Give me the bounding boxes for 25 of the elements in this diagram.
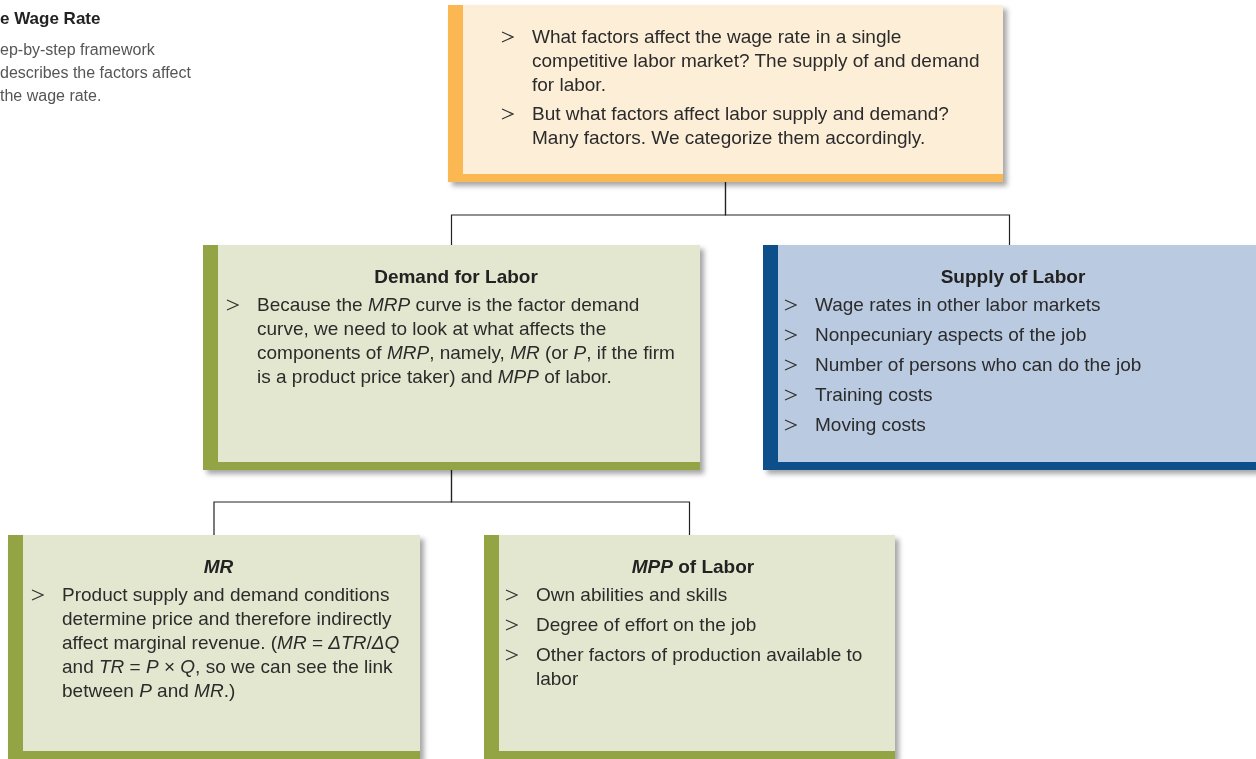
text-box — [448, 5, 1003, 182]
bullet-text: Because the MRP curve is the factor demand curve, we need to look at what affects the components of MRP, namely, MR (or P, if the firm is a product price taker) and MPP of labor. — [257, 293, 676, 389]
figure-title: e Wage Rate — [0, 8, 101, 30]
bullet-text: Product supply and demand conditions determine price and therefore indirectly affect marginal revenue. (MR = ΔTR/ΔQ and TR = P × Q, so we can see the link between P and MR.) — [62, 583, 401, 703]
box-heading: MR — [202, 555, 235, 579]
connector-line — [724, 181, 1011, 246]
bullet-text: Moving costs — [815, 413, 926, 437]
box-heading: MPP of Labor — [630, 555, 756, 579]
bullet-text: What factors affect the wage rate in a single competitive labor market? The supply of and demand for labor. — [532, 25, 981, 97]
text-box — [8, 535, 420, 759]
bullet-text: Degree of effort on the job — [536, 613, 757, 637]
bullet-text: Number of persons who can do the job — [815, 353, 1142, 377]
bullet-text: Training costs — [815, 383, 933, 407]
bullet-text: But what factors affect labor supply and demand? Many factors. We categorize them accordingly. — [532, 102, 950, 150]
text-box — [763, 245, 1256, 470]
connector-line — [450, 469, 691, 536]
bullet-text: Wage rates in other labor markets — [815, 293, 1101, 317]
text-box — [203, 245, 700, 470]
box-heading: Supply of Labor — [939, 265, 1087, 289]
text-box — [484, 535, 895, 759]
box-heading: Demand for Labor — [373, 265, 539, 289]
figure-caption: ep-by-step framework describes the factors affect the wage rate. — [0, 40, 192, 106]
bullet-text: Own abilities and skills — [536, 583, 728, 607]
bullet-text: Other factors of production available to labor — [536, 643, 864, 691]
bullet-text: Nonpecuniary aspects of the job — [815, 323, 1087, 347]
